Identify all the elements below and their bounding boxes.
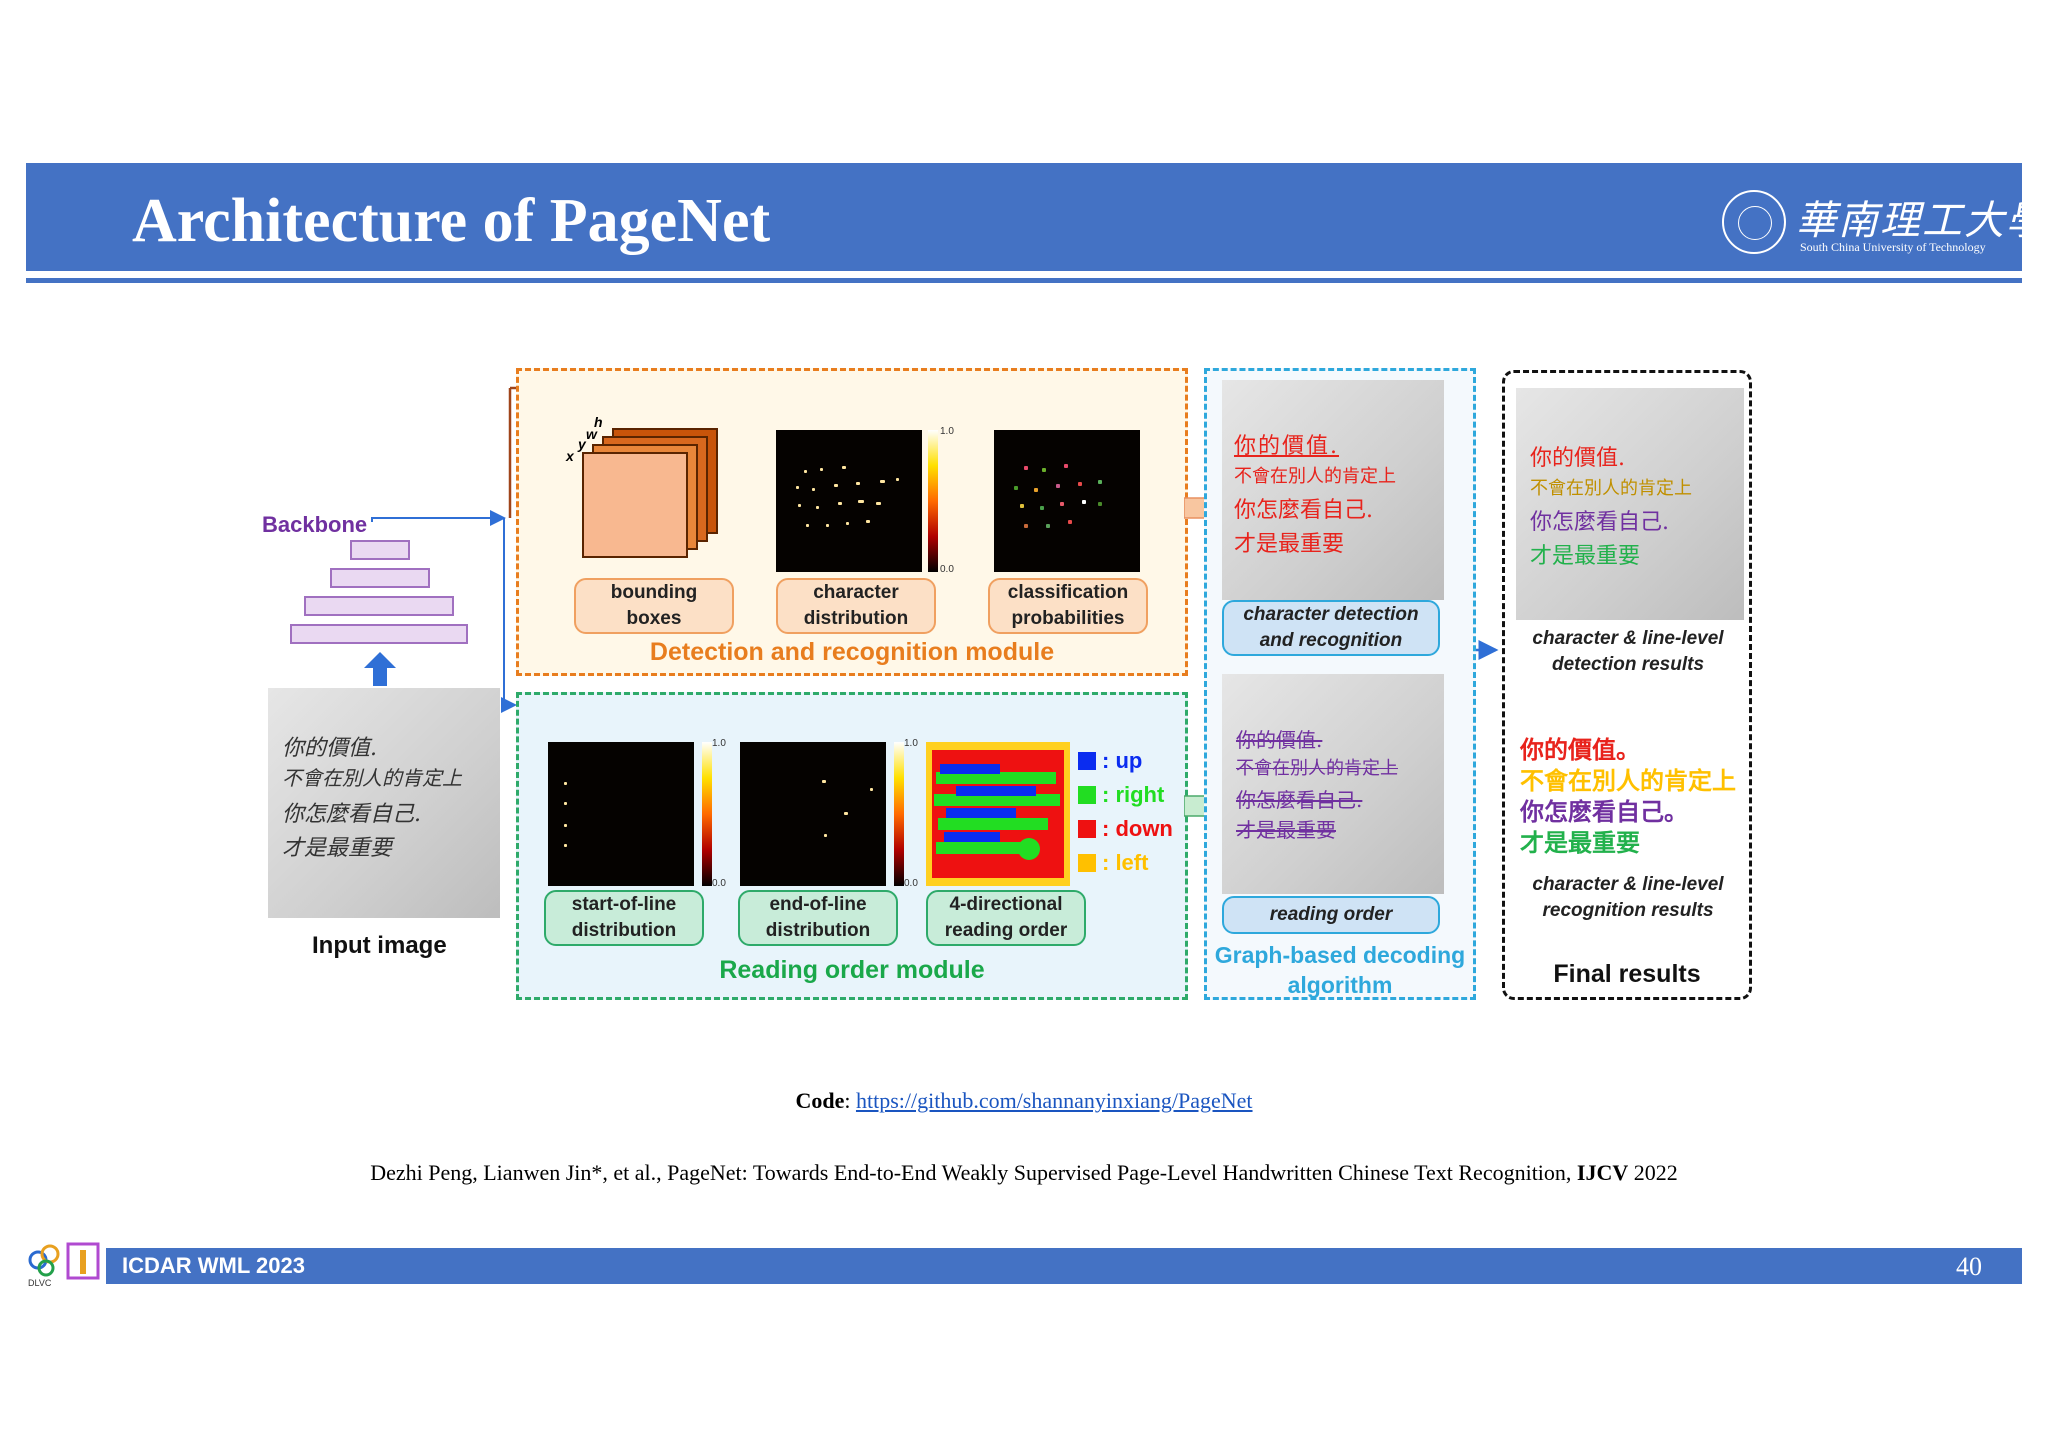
backbone-layer [290,624,468,644]
axis-label-x: x [566,448,574,464]
code-line: Code: https://github.com/shannanyinxiang… [795,1088,1253,1113]
lab-logo-icon [28,1242,100,1280]
input-text-line: 你的價值. [282,736,377,761]
university-name-cn: 華南理工大學 [1796,198,2048,244]
detection-module-label: Detection and recognition module [649,638,1055,666]
reading-order-module-label: Reading order module [719,956,985,984]
code-link[interactable]: https://github.com/shannanyinxiang/PageN… [855,1088,1253,1113]
colorbar-max-label: 1.0 [940,426,954,437]
backbone-label: Backbone [262,512,368,537]
bounding-box-channel [582,452,688,558]
conference-name: ICDAR WML 2023 [122,1253,305,1278]
lab-logo: DLVC [24,1240,104,1290]
classification-probabilities-heatmap [994,430,1140,572]
final-detection-result-image: 你的價值. 不會在別人的肯定上 你怎麼看自己. 才是最重要 [1516,388,1744,620]
end-of-line-colorbar [894,742,904,886]
legend-swatch-right [1078,786,1096,804]
recognized-line: 不會在別人的肯定上 [1520,766,1736,795]
recognized-line: 你怎麽看自己。 [1520,797,1688,826]
colorbar-min-label: 0.0 [712,878,726,889]
character-distribution-heatmap [776,430,922,572]
legend-label-right: : right [1102,782,1165,807]
character-distribution-colorbar [928,430,938,572]
reading-order-caption: reading order [1222,896,1440,934]
recognized-line: 你的價值。 [1520,735,1640,764]
input-text-line: 不會在別人的肯定上 [282,766,462,790]
final-detection-caption: character & line-level detection results [1532,628,1724,675]
header-underline [26,278,2022,283]
header-bar [26,163,2022,271]
pagenet-architecture-diagram: Backbone 你的價值. 不會在別人的肯定上 你怎麼看自己. 才是最重要 I… [260,360,1768,1010]
graph-decoding-label: Graph-based decoding algorithm [1214,942,1466,998]
paper-reference: Dezhi Peng, Lianwen Jin*, et al., PageNe… [370,1160,1678,1185]
legend-label-up: : up [1102,748,1143,773]
start-of-line-colorbar [702,742,712,886]
university-logo: 華南理工大學 South China University of Technol… [1722,186,2046,258]
backbone-layer [304,596,454,616]
legend-swatch-left [1078,854,1096,872]
input-image: 你的價值. 不會在別人的肯定上 你怎麼看自己. 才是最重要 [268,688,500,918]
colorbar-min-label: 0.0 [904,878,918,889]
colorbar-min-label: 0.0 [940,564,954,575]
character-detection-result-image: 你的價值. 不會在別人的肯定上 你怎麼看自己. 才是最重要 [1222,380,1444,600]
reading-order-result-image: 你的價值. 不會在別人的肯定上 你怎麼看自己. 才是最重要 [1222,674,1444,894]
input-text-line: 你怎麼看自己. [282,802,421,827]
up-arrow-icon [364,652,396,686]
input-image-label: Input image [312,932,447,959]
page-number: 40 [1956,1252,1982,1281]
final-recognition-caption: character & line-level recognition resul… [1532,874,1724,921]
legend-swatch-down [1078,820,1096,838]
axis-label-h: h [594,414,603,430]
start-of-line-heatmap [548,742,694,886]
code-prefix: Code [795,1088,845,1113]
reading-order-direction-map [926,742,1070,886]
reference-venue: IJCV [1576,1160,1629,1185]
legend-swatch-up [1078,752,1096,770]
recognized-line: 才是最重要 [1520,828,1640,857]
university-name-en: South China University of Technology [1800,240,1986,254]
axis-label-y: y [578,436,586,452]
final-results-label: Final results [1553,960,1701,988]
backbone-layer [330,568,430,588]
legend-label-left: : left [1102,850,1149,875]
slide-title: Architecture of PageNet [132,187,771,255]
legend-label-down: : down [1102,816,1173,841]
university-seal-icon [1722,190,1786,254]
end-of-line-heatmap [740,742,886,886]
colorbar-max-label: 1.0 [712,738,726,749]
colorbar-max-label: 1.0 [904,738,918,749]
input-text-line: 才是最重要 [282,836,393,861]
lab-logo-text: DLVC [28,1278,52,1288]
axis-label-w: w [586,426,597,442]
final-recognized-text: 你的價值。 不會在別人的肯定上 你怎麽看自己。 才是最重要 [1520,734,1736,858]
backbone-layer [350,540,410,560]
footer-bar [106,1248,2022,1284]
